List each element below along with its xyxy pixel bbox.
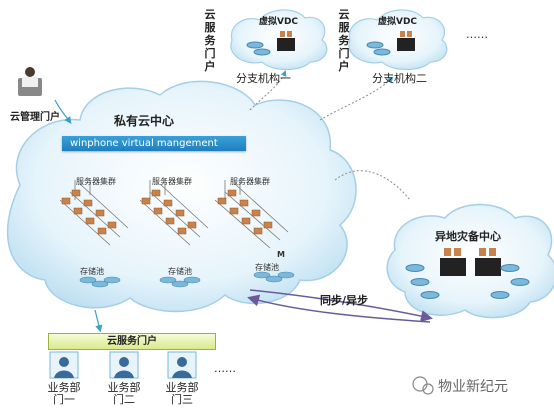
vdc-label-1: 虚拟VDC (259, 17, 299, 27)
virtual-management-banner: winphone virtual mangement (62, 136, 246, 151)
storage-label-1: 存储池 (80, 267, 104, 276)
storage-label-3: 存储池 (255, 263, 279, 272)
server-units (61, 189, 273, 235)
branch-2-equipment (366, 31, 415, 56)
branch-label-2: 分支机构二 (372, 72, 427, 85)
dr-equipment (405, 248, 530, 299)
department-label-1: 业务部 门一 (47, 381, 81, 406)
wechat-icon (412, 376, 434, 395)
cloud-to-dr-link (334, 170, 411, 201)
branch-label-1: 分支机构一 (236, 72, 291, 85)
storage-discs (79, 271, 295, 288)
branch-link-1 (249, 70, 287, 111)
cluster-label-2: 服务器集群 (152, 177, 192, 186)
service-portal-bar: 云服务门户 (48, 333, 216, 350)
sync-arrows (247, 289, 433, 323)
portal-link (94, 309, 103, 333)
branch-1-equipment (246, 31, 295, 56)
watermark-text: 物业新纪元 (438, 379, 508, 395)
management-user-figure (18, 67, 42, 96)
vdc-label-2: 虚拟VDC (378, 17, 418, 27)
storage-label-2: 存储池 (168, 267, 192, 276)
department-ellipsis: …… (214, 362, 236, 375)
cluster-label-1: 服务器集群 (76, 177, 116, 186)
branch-link-2 (319, 76, 394, 121)
private-cloud-title: 私有云中心 (114, 114, 175, 128)
cloud-management-label: 云管理门户 (10, 112, 60, 123)
cluster-racks (59, 180, 289, 249)
dr-center-title: 异地灾备中心 (435, 230, 501, 243)
department-avatars (49, 351, 197, 379)
disaster-recovery-cloud-shape (386, 203, 554, 319)
cluster-label-3: 服务器集群 (230, 177, 270, 186)
department-label-2: 业务部 门二 (107, 381, 141, 406)
branch-ellipsis: …… (466, 28, 488, 41)
department-label-3: 业务部 门三 (165, 381, 199, 406)
sync-label: 同步/异步 (320, 294, 369, 307)
m-marker: M (277, 250, 285, 259)
management-link (54, 99, 72, 124)
cloud-portal-vertical-left: 云 服 务 门 户 (204, 8, 216, 73)
cloud-portal-vertical-right: 云 服 务 门 户 (338, 8, 350, 73)
